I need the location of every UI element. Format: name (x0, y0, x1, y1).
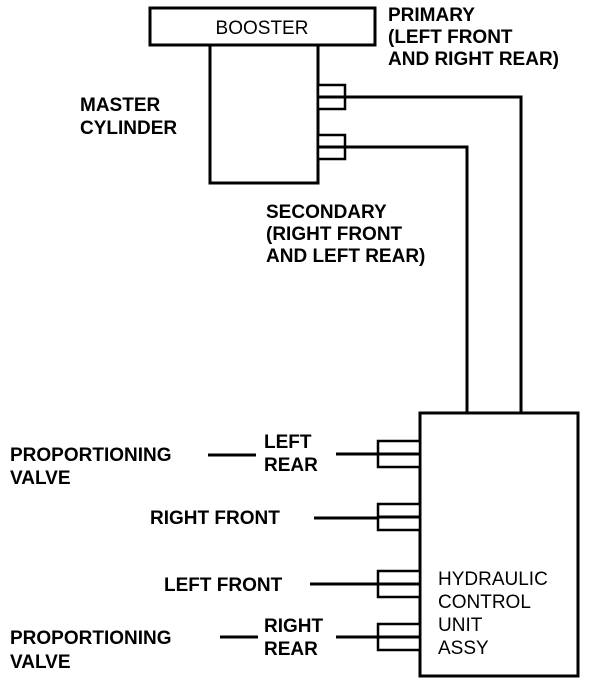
primary-label-line2: (LEFT FRONT (388, 27, 513, 48)
booster-label: BOOSTER (216, 18, 309, 39)
hcu-label-line3: UNIT (438, 615, 483, 636)
proportioning-valve-top-line1: PROPORTIONING (10, 445, 172, 466)
secondary-brake-line (345, 145, 469, 413)
proportioning-valve-top-line2: VALVE (10, 468, 71, 489)
right-front-label: RIGHT FRONT (150, 508, 280, 529)
hcu-label-line2: CONTROL (438, 592, 531, 613)
master-cylinder-label-line1: MASTER (80, 95, 161, 116)
proportioning-valve-bottom-line1: PROPORTIONING (10, 628, 172, 649)
proportioning-valve-bottom-line2: VALVE (10, 652, 71, 673)
left-rear-label-line1: LEFT (264, 432, 312, 453)
right-rear-label-line1: RIGHT (264, 616, 324, 637)
secondary-label-line1: SECONDARY (266, 202, 387, 223)
secondary-label-line2: (RIGHT FRONT (266, 224, 403, 245)
hydraulic-control-unit-box (418, 411, 580, 678)
hcu-label-line1: HYDRAULIC (438, 569, 548, 590)
hcu-label-line4: ASSY (438, 638, 489, 659)
left-front-label: LEFT FRONT (164, 575, 283, 596)
left-rear-label-line2: REAR (264, 455, 318, 476)
primary-brake-line (345, 95, 523, 413)
master-cylinder-label-line2: CYLINDER (80, 118, 177, 139)
primary-label-line1: PRIMARY (388, 5, 475, 26)
primary-label-line3: AND RIGHT REAR) (388, 49, 559, 70)
master-cylinder-body (208, 43, 320, 185)
right-rear-label-line2: REAR (264, 639, 318, 660)
secondary-label-line3: AND LEFT REAR) (266, 246, 425, 267)
